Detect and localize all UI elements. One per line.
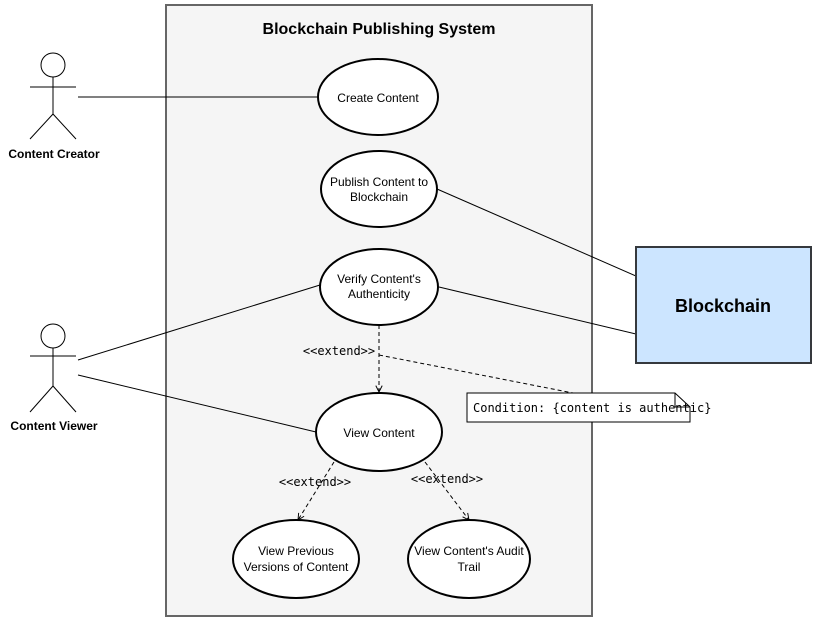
extend-view-previous bbox=[298, 461, 335, 520]
use-case-publish-label-line2: Blockchain bbox=[350, 190, 408, 204]
use-case-verify-authenticity[interactable]: Verify Content's Authenticity bbox=[319, 248, 439, 326]
actor-creator-head bbox=[40, 52, 66, 78]
extend-view-audit bbox=[424, 461, 469, 520]
note-connector bbox=[378, 354, 574, 394]
use-case-view-label: View Content bbox=[343, 426, 415, 440]
use-case-audit-label-line2: Trail bbox=[458, 560, 481, 574]
actor-viewer-label: Content Viewer bbox=[10, 419, 97, 433]
condition-note-text: Condition: {content is authentic} bbox=[473, 401, 711, 415]
use-case-verify-label-line2: Authenticity bbox=[348, 287, 410, 301]
extend-label-verify: <<extend>> bbox=[303, 344, 375, 358]
use-case-audit-label-line1: View Content's Audit bbox=[414, 544, 524, 558]
use-case-publish-label-line1: Publish Content to bbox=[330, 175, 428, 189]
system-title: Blockchain Publishing System bbox=[263, 21, 496, 38]
use-case-previous-label-line1: View Previous bbox=[258, 544, 334, 558]
use-case-publish-content[interactable]: Publish Content to Blockchain bbox=[320, 150, 438, 228]
use-case-view-previous-versions[interactable]: View Previous Versions of Content bbox=[232, 519, 360, 599]
condition-note: Condition: {content is authentic} bbox=[466, 392, 711, 423]
actor-content-viewer[interactable] bbox=[29, 323, 77, 413]
use-case-verify-label-line1: Verify Content's bbox=[337, 272, 421, 286]
blockchain-system[interactable]: Blockchain bbox=[635, 246, 812, 364]
use-case-create-label: Create Content bbox=[337, 91, 419, 105]
extend-label-audit: <<extend>> bbox=[411, 472, 483, 486]
extend-label-previous: <<extend>> bbox=[279, 475, 351, 489]
association-viewer-view bbox=[77, 374, 317, 433]
actor-creator-label: Content Creator bbox=[8, 147, 100, 161]
use-case-view-content[interactable]: View Content bbox=[315, 392, 443, 472]
actor-content-creator[interactable] bbox=[29, 52, 77, 140]
association-verify-blockchain bbox=[438, 286, 637, 335]
blockchain-label: Blockchain bbox=[675, 296, 771, 316]
use-case-create-content[interactable]: Create Content bbox=[317, 58, 439, 136]
association-publish-blockchain bbox=[436, 188, 637, 277]
use-case-previous-label-line2: Versions of Content bbox=[244, 560, 349, 574]
actor-viewer-head bbox=[40, 323, 66, 349]
association-viewer-verify bbox=[77, 284, 321, 361]
use-case-view-audit-trail[interactable]: View Content's Audit Trail bbox=[407, 519, 531, 599]
